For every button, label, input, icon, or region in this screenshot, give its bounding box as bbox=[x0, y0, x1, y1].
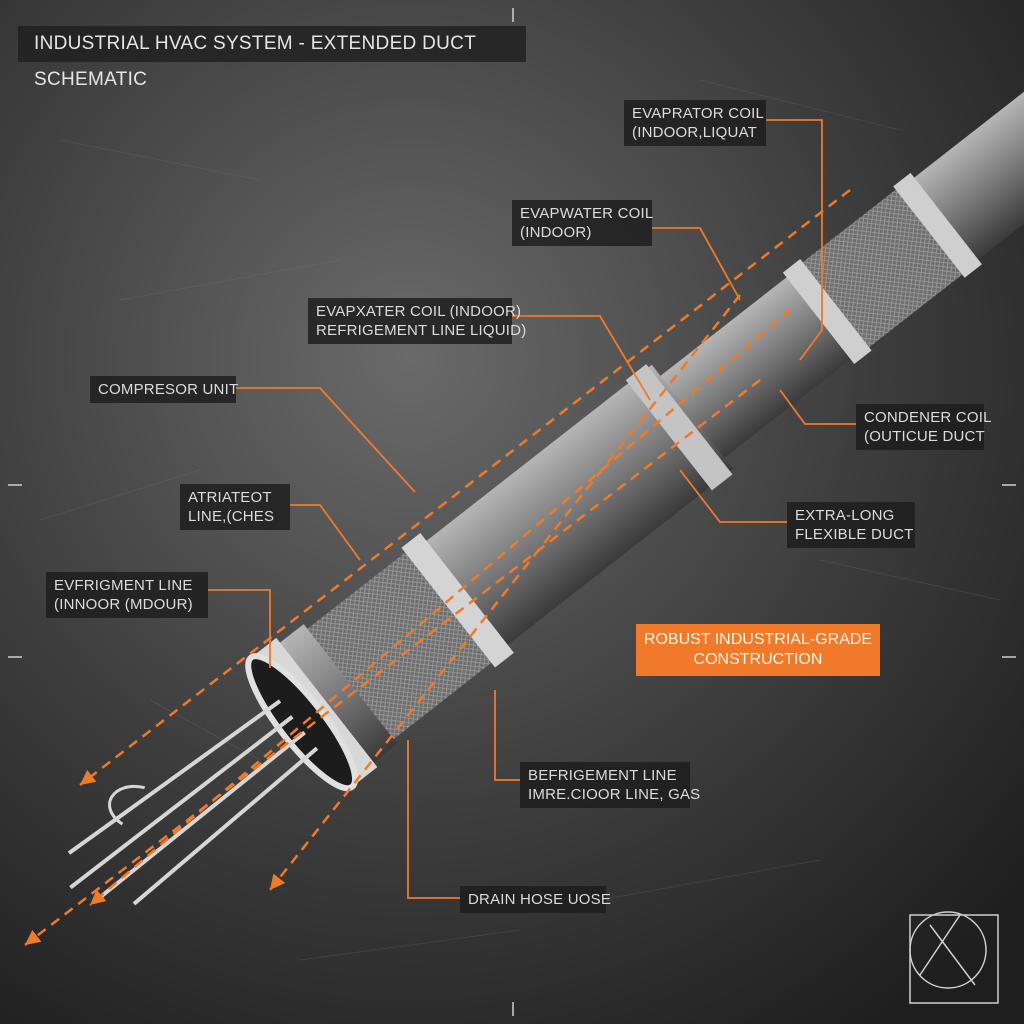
label-befrigement-line-gas: BEFRIGEMENT LINE IMRE.CIOOR LINE, GAS bbox=[520, 762, 700, 808]
badge-line-2: CONSTRUCTION bbox=[693, 651, 823, 668]
flexible-duct bbox=[67, 80, 1024, 906]
label-evapwater-coil: EVAPWATER COIL (INDOOR) bbox=[512, 200, 653, 246]
mesh-section-far bbox=[801, 189, 963, 349]
label-evapxater-coil-refrigement: EVAPXATER COIL (INDOOR) REFRIGEMENT LINE… bbox=[308, 298, 526, 344]
label-condenser-coil: CONDENER COIL (OUTICUE DUCT bbox=[856, 404, 991, 450]
label-drain-hose: DRAIN HOSE UOSE bbox=[460, 886, 611, 913]
label-compressor-unit: COMPRESOR UNIT bbox=[90, 376, 238, 403]
leader-lines bbox=[208, 119, 856, 899]
badge-line-1: ROBUST INDUSTRIAL-GRADE bbox=[643, 631, 873, 648]
scratch-texture bbox=[39, 79, 1001, 961]
label-atriateot-line: ATRIATEOT LINE,(CHES bbox=[180, 484, 290, 530]
inner-refrigerant-lines bbox=[67, 699, 319, 906]
label-evfrigment-line: EVFRIGMENT LINE (INNOOR (MDOUR) bbox=[46, 572, 208, 618]
page-title: INDUSTRIAL HVAC SYSTEM - EXTENDED DUCT S… bbox=[18, 26, 526, 90]
frame-ticks bbox=[8, 8, 1016, 1016]
robust-construction-badge: ROBUST INDUSTRIAL-GRADE CONSTRUCTION bbox=[636, 624, 880, 676]
duct-opening bbox=[245, 653, 359, 792]
flow-arrows bbox=[24, 189, 851, 946]
label-extra-long-duct: EXTRA-LONG FLEXIBLE DUCT bbox=[787, 502, 915, 548]
label-evaporator-coil-top: EVAPRATOR COIL (INDOOR,LIQUAT bbox=[624, 100, 766, 146]
compass-icon bbox=[909, 911, 999, 1004]
